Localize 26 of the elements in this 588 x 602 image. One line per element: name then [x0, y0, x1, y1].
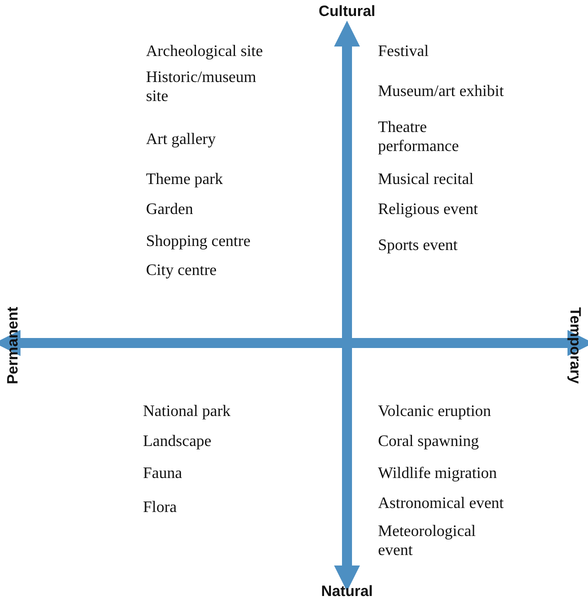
item-label: Religious event [378, 200, 479, 219]
item-label: Museum/art exhibit [378, 82, 505, 101]
item-label: City centre [146, 261, 218, 280]
item-label: Meteorological event [378, 522, 477, 560]
item-label: Festival [378, 42, 430, 61]
item-label: Landscape [143, 432, 212, 451]
item-label: Historic/museum site [146, 68, 258, 106]
item-label: Volcanic eruption [378, 402, 492, 421]
item-label: Fauna [143, 464, 184, 483]
axis-label: Permanent [4, 306, 22, 386]
item-label: Garden [146, 200, 194, 219]
axis-label: Cultural [318, 2, 376, 21]
item-label: Coral spawning [378, 432, 480, 451]
item-label: Flora [143, 498, 178, 517]
axis-label: Natural [320, 582, 374, 601]
item-label: Theme park [146, 170, 224, 189]
item-label: Wildlife migration [378, 464, 498, 483]
item-label: Art gallery [146, 130, 217, 149]
item-label: Shopping centre [146, 232, 252, 251]
axis-label: Temporary [566, 306, 584, 386]
item-label: Theatre performance [378, 118, 460, 156]
item-label: Archeological site [146, 42, 264, 61]
item-label: Astronomical event [378, 494, 505, 513]
item-label: Sports event [378, 236, 459, 255]
item-label: Musical recital [378, 170, 475, 189]
item-label: National park [143, 402, 232, 421]
